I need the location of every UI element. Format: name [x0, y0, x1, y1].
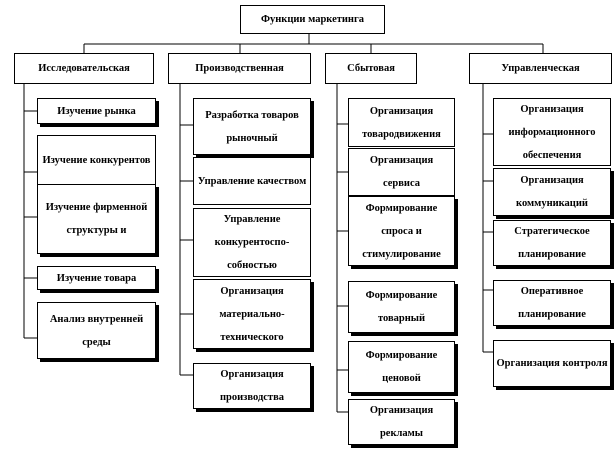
research-item-product: Изучение товара — [37, 266, 156, 290]
production-item-competitiveness: Управление конкурентоспо-собностью — [193, 208, 311, 277]
sales-item-product-formation: Формирование товарный — [348, 281, 455, 333]
branch-research: Исследовательская — [14, 53, 154, 84]
production-item-logistics: Организация материально-технического — [193, 279, 311, 349]
sales-item-pricing: Формирование ценовой — [348, 341, 455, 393]
management-item-information: Организация информационного обеспечения — [493, 98, 611, 166]
management-item-control: Организация контроля — [493, 340, 611, 387]
management-item-operational-planning: Оперативное планирование — [493, 280, 611, 326]
sales-item-distribution: Организация товародвижения — [348, 98, 455, 147]
management-item-communications: Организация коммуникаций — [493, 168, 611, 216]
research-item-firm-structure: Изучение фирменной структуры и — [37, 184, 156, 254]
sales-item-service: Организация сервиса — [348, 148, 455, 196]
sales-item-demand: Формирование спроса и стимулирование — [348, 196, 455, 266]
branch-production: Производственная — [168, 53, 311, 84]
branch-management: Управленческая — [469, 53, 612, 84]
branch-sales: Сбытовая — [325, 53, 417, 84]
production-item-development: Разработка товаров рыночный — [193, 98, 311, 155]
management-item-strategic-planning: Стратегическое планирование — [493, 220, 611, 266]
research-item-market: Изучение рынка — [37, 98, 156, 124]
research-item-internal-environment: Анализ внутренней среды — [37, 302, 156, 359]
root-node: Функции маркетинга — [240, 5, 385, 34]
sales-item-advertising: Организация рекламы — [348, 399, 455, 445]
production-item-quality: Управление качеством — [193, 157, 311, 205]
production-item-organization: Организация производства — [193, 363, 311, 409]
research-item-competitors: Изучение конкурентов — [37, 135, 156, 185]
